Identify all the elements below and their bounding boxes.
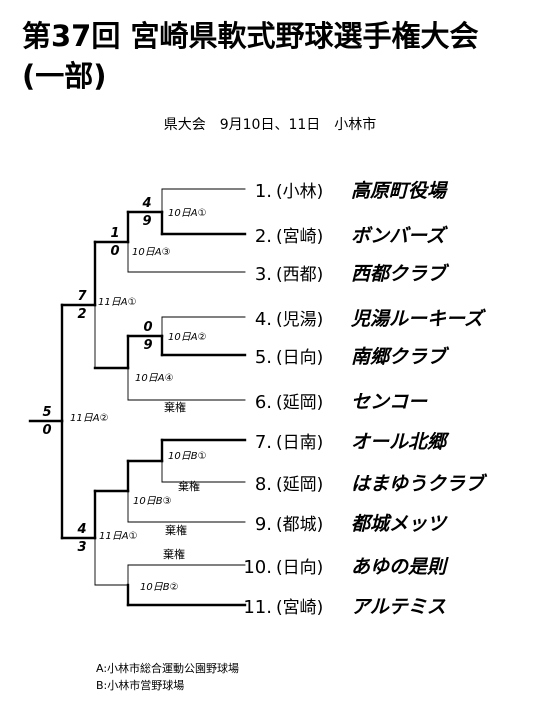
game-label: 10日A①	[168, 208, 207, 219]
team-number: 10.	[243, 557, 272, 578]
team-area: (日向)	[276, 558, 323, 578]
team-number: 7.	[255, 432, 272, 453]
team-name: センコー	[351, 391, 428, 413]
team-name: 南郷クラブ	[351, 346, 450, 368]
team-number: 9.	[255, 514, 272, 535]
event-info: 県大会 9月10日、11日 小林市	[163, 117, 377, 133]
score-bottom: 3	[77, 540, 86, 555]
forfeit-mark: 棄権	[178, 479, 200, 493]
team-area: (宮崎)	[276, 598, 323, 618]
team-number: 8.	[255, 474, 272, 495]
game-label: 10日A③	[132, 247, 171, 258]
team-number: 6.	[255, 392, 272, 413]
game-label: 11日A②	[70, 413, 109, 424]
team-name: オール北郷	[351, 431, 450, 453]
score-bottom: 0	[110, 244, 119, 259]
team-area: (延岡)	[276, 475, 323, 495]
team-name: ボンバーズ	[351, 225, 448, 247]
team-name: 児湯ルーキーズ	[350, 308, 486, 330]
score-top: 0	[143, 320, 152, 335]
score-top: 7	[77, 289, 87, 304]
score-bottom: 2	[77, 307, 86, 322]
team-name: 高原町役場	[351, 180, 449, 202]
page-title: 第37回 宮崎県軟式野球選手権大会	[22, 19, 479, 53]
score-bottom: 9	[143, 338, 152, 353]
team-area: (延岡)	[276, 393, 323, 413]
team-number: 3.	[255, 264, 272, 285]
team-area: (児湯)	[276, 310, 323, 330]
team-area: (小林)	[276, 182, 323, 202]
game-label: 10日A②	[168, 332, 207, 343]
forfeit-mark: 棄権	[163, 547, 185, 561]
score-top: 1	[110, 226, 119, 241]
team-area: (日南)	[276, 433, 323, 453]
team-name: アルテミス	[351, 596, 446, 618]
team-number: 11.	[243, 597, 272, 618]
team-name: 西都クラブ	[351, 263, 450, 285]
page-title-division: (一部)	[22, 59, 107, 93]
score-top: 4	[76, 522, 86, 537]
team-name: はまゆうクラブ	[351, 473, 488, 495]
team-number: 2.	[255, 226, 272, 247]
game-label: 11日A①	[99, 531, 138, 542]
team-area: (日向)	[276, 348, 323, 368]
team-area: (都城)	[276, 515, 323, 535]
forfeit-mark: 棄権	[165, 523, 187, 537]
venue-legend-b: B:小林市営野球場	[96, 679, 185, 692]
score-bottom: 0	[42, 423, 51, 438]
score-top: 4	[141, 196, 151, 211]
team-number: 4.	[255, 309, 272, 330]
team-number: 5.	[255, 347, 272, 368]
team-name: 都城メッツ	[351, 513, 448, 535]
venue-legend-a: A:小林市総合運動公園野球場	[96, 662, 240, 675]
team-number: 1.	[255, 181, 272, 202]
team-area: (西都)	[276, 265, 323, 285]
game-label: 10日B③	[133, 496, 172, 507]
forfeit-mark: 棄権	[164, 400, 186, 414]
game-label: 10日A④	[135, 373, 174, 384]
score-top: 5	[42, 405, 51, 420]
game-label: 11日A①	[98, 297, 137, 308]
game-label: 10日B①	[168, 451, 207, 462]
game-label: 10日B②	[140, 582, 179, 593]
team-area: (宮崎)	[276, 227, 323, 247]
score-bottom: 9	[142, 214, 151, 229]
team-name: あゆの是則	[351, 556, 449, 578]
